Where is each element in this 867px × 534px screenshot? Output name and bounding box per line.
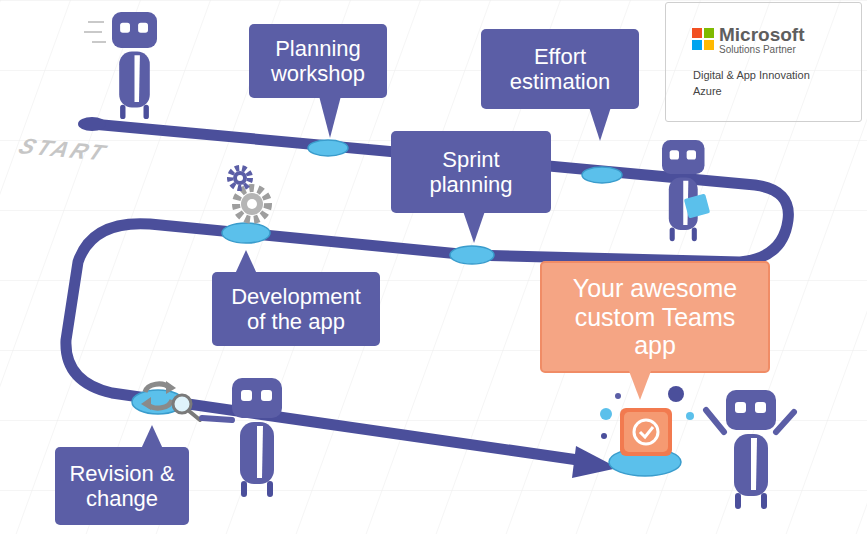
callout-text: Development of the app [222,284,370,335]
floor-label: START [14,134,112,167]
callout-text: Effort estimation [491,44,629,95]
callout-pointer [212,272,213,273]
callout-pointer [55,447,56,448]
brand-name: Microsoft [719,25,853,44]
partner-badge: MicrosoftSolutions PartnerDigital & App … [665,2,862,122]
callout-bubble: Your awesome custom Teams app [540,261,770,373]
pointer-shape [629,371,651,400]
pointer-shape [589,107,611,141]
pointer-shape [319,96,341,138]
callout-pointer [391,131,392,132]
pointer-shape [141,425,163,449]
callout-bubble: Development of the app [212,272,380,346]
partner-level: Solutions Partner [719,44,853,56]
callout-bubble: Sprint planning [391,131,551,213]
designation: Digital & App Innovation Azure [693,68,833,100]
callout-pointer [481,29,482,30]
callout-text: Sprint planning [401,147,541,198]
callout-text: Your awesome custom Teams app [552,274,758,360]
callout-bubble: Planning workshop [249,24,387,98]
pointer-shape [463,211,485,243]
callout-text: Planning workshop [259,36,377,87]
pointer-shape [235,250,257,274]
callout-pointer [249,24,250,25]
callout-bubble: Effort estimation [481,29,639,109]
callout-pointer [542,263,543,264]
callout-bubble: Revision & change [55,447,189,525]
callout-text: Revision & change [65,461,179,512]
